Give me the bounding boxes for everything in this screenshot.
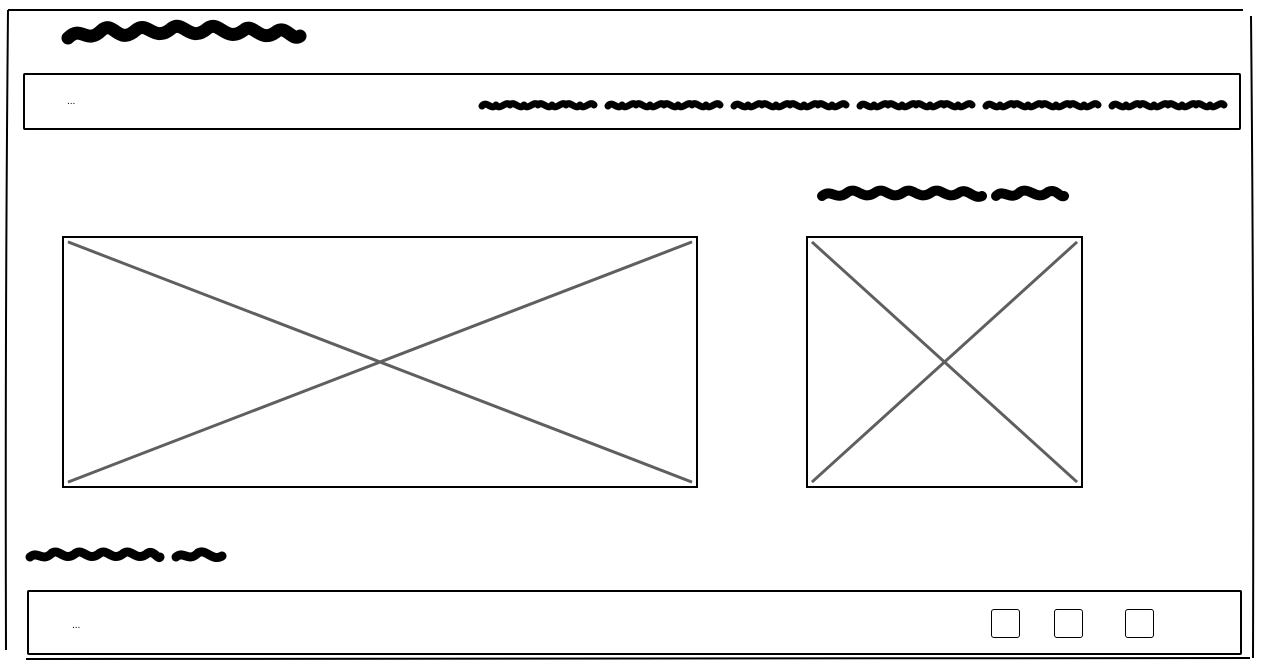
nav-link-4[interactable] bbox=[856, 100, 976, 111]
footer-text: ... bbox=[72, 620, 81, 631]
nav-link-1[interactable] bbox=[478, 100, 598, 111]
nav-text: ... bbox=[67, 96, 76, 107]
side-image bbox=[806, 236, 1083, 488]
footer-icon-2[interactable] bbox=[1054, 609, 1083, 638]
hero-image bbox=[62, 236, 698, 488]
nav-link-6[interactable] bbox=[1108, 100, 1228, 111]
footer-icon-3[interactable] bbox=[1125, 609, 1154, 638]
image-placeholder-icon bbox=[810, 240, 1079, 484]
side-heading-scribble bbox=[817, 185, 1069, 202]
nav-links bbox=[478, 100, 1228, 111]
nav-link-5[interactable] bbox=[982, 100, 1102, 111]
nav-link-2[interactable] bbox=[604, 100, 724, 111]
footer-bar: ... bbox=[27, 590, 1242, 655]
nav-link-3[interactable] bbox=[730, 100, 850, 111]
footer-icon-1[interactable] bbox=[991, 609, 1020, 638]
nav-bar: ... bbox=[23, 73, 1241, 130]
site-title-scribble bbox=[61, 19, 307, 45]
section-heading-scribble bbox=[25, 547, 227, 563]
image-placeholder-icon bbox=[67, 240, 693, 484]
